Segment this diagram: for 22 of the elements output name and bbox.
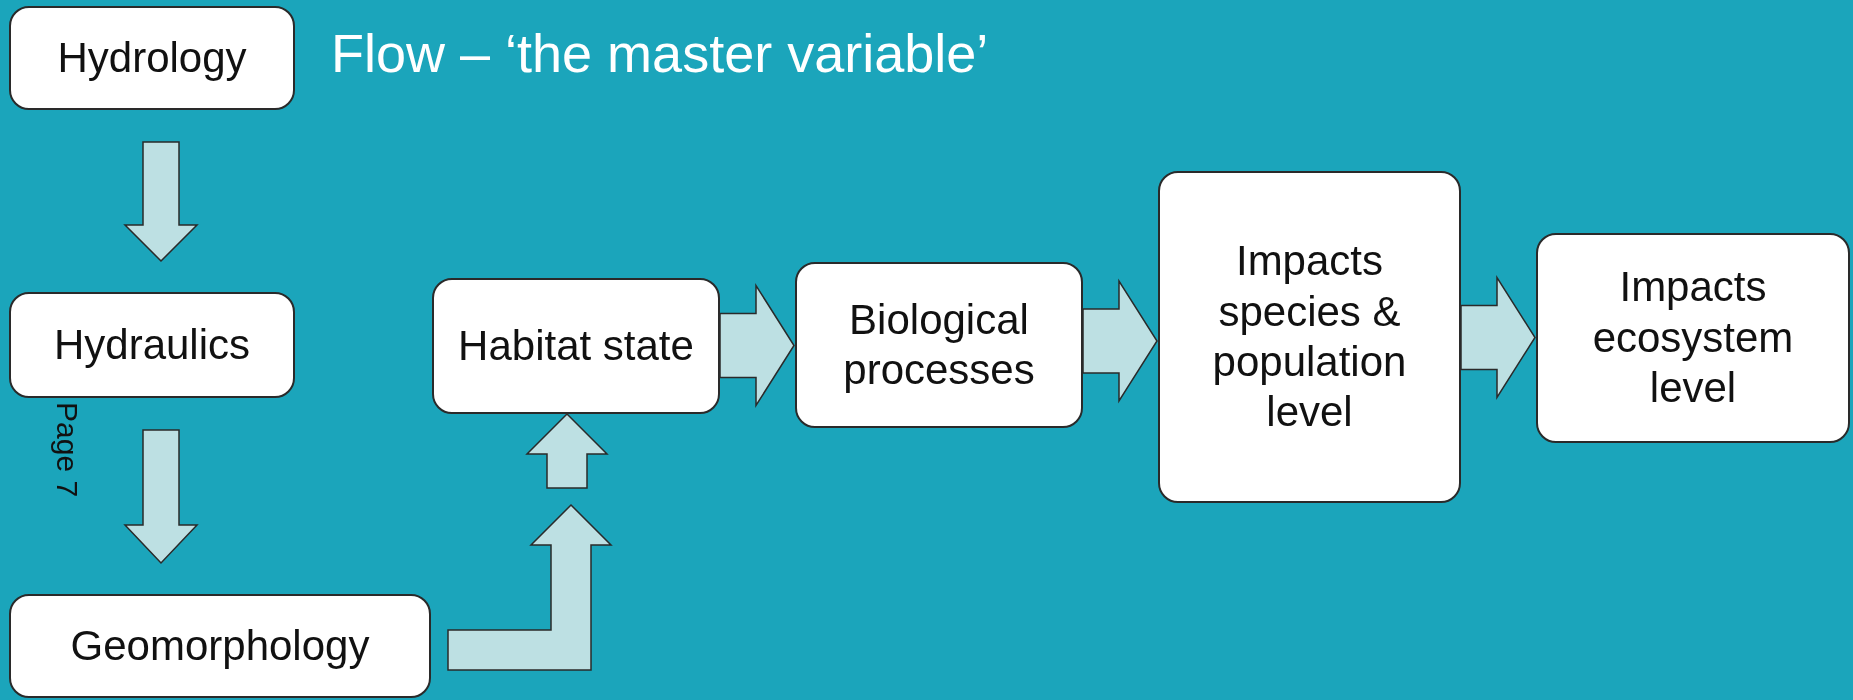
process-box xyxy=(9,594,431,698)
process-box xyxy=(432,278,720,414)
title: Flow – ‘the master variable’ xyxy=(331,22,989,84)
box-label: Impacts species & population level xyxy=(1211,236,1408,438)
box-label: Hydrology xyxy=(57,32,247,83)
box-label: Impacts ecosystem level xyxy=(1591,262,1795,414)
block-arrow xyxy=(123,429,199,565)
box-label: Hydraulics xyxy=(53,319,251,370)
process-box xyxy=(1158,171,1461,503)
box-label: Habitat state xyxy=(458,320,694,371)
process-box xyxy=(795,262,1083,428)
process-box xyxy=(1536,233,1850,443)
block-arrow xyxy=(1082,278,1158,404)
block-arrow xyxy=(447,412,613,671)
process-box xyxy=(9,292,295,398)
process-box xyxy=(9,6,295,110)
box-label: Biological processes xyxy=(842,294,1036,395)
page-number: Page 7 xyxy=(50,402,84,498)
block-arrow xyxy=(123,141,199,263)
box-label: Geomorphology xyxy=(70,620,370,671)
block-arrow xyxy=(1460,274,1536,401)
block-arrow xyxy=(719,282,795,409)
